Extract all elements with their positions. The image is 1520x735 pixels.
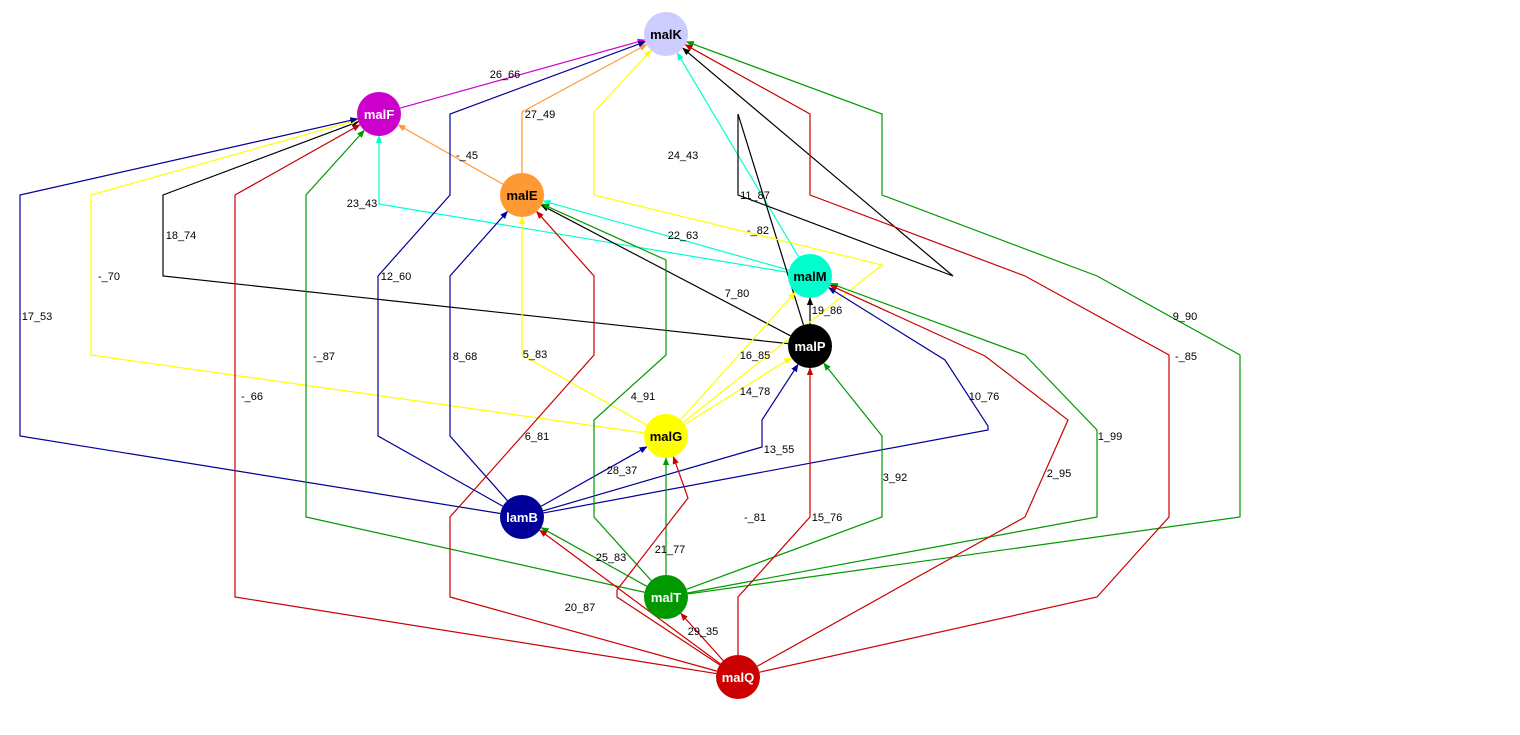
edge-label-malT-to-lamB: 25_83 bbox=[596, 552, 627, 564]
edge-label-malG-to-malK: -_82 bbox=[747, 225, 769, 237]
node-malM[interactable]: malM bbox=[788, 254, 832, 298]
node-circle-malQ[interactable] bbox=[716, 655, 760, 699]
edge-label-malM-to-malF: 23_43 bbox=[347, 198, 378, 210]
edge-malF-to-malK bbox=[400, 38, 646, 109]
edge-malQ-to-malF bbox=[234, 124, 717, 675]
edge-lamB-to-malE bbox=[449, 210, 508, 501]
edge-label-lamB-to-malK: 12_60 bbox=[381, 271, 412, 283]
edge-label-malT-to-malF: -_87 bbox=[313, 351, 335, 363]
node-label-lamB: lamB bbox=[506, 510, 538, 525]
edge-lamB-to-malF bbox=[19, 117, 501, 515]
edge-malQ-to-malT bbox=[680, 612, 724, 662]
edge-label-malG-to-malM: 16_85 bbox=[740, 350, 771, 362]
node-label-malK: malK bbox=[650, 27, 682, 42]
edge-label-layer: 26_66 27_49 -_45 24_43 23_43 22_63 11_87 18_74 7… bbox=[22, 69, 1198, 638]
edge-lamB-to-malP bbox=[542, 363, 799, 512]
node-malF[interactable]: malF bbox=[357, 92, 401, 136]
edge-layer bbox=[19, 38, 1241, 675]
node-circle-malT[interactable] bbox=[644, 575, 688, 619]
node-layer: malK malF malE malM malP malG lamB malT malQ bbox=[357, 12, 832, 699]
edge-malM-to-malF bbox=[375, 135, 789, 273]
edge-malG-to-malK bbox=[593, 49, 884, 423]
edge-label-malG-to-malF: -_70 bbox=[98, 271, 120, 283]
node-circle-malF[interactable] bbox=[357, 92, 401, 136]
edge-label-malQ-to-lamB: 20_87 bbox=[565, 602, 596, 614]
edge-label-malG-to-malP: 14_78 bbox=[740, 386, 771, 398]
edge-label-malT-to-malK: 9_90 bbox=[1173, 311, 1197, 323]
edge-label-malQ-to-malK: -_85 bbox=[1175, 351, 1197, 363]
node-circle-malM[interactable] bbox=[788, 254, 832, 298]
edge-lamB-to-malK bbox=[377, 41, 647, 507]
node-circle-lamB[interactable] bbox=[500, 495, 544, 539]
node-circle-malE[interactable] bbox=[500, 173, 544, 217]
edge-label-malQ-to-malE: 6_81 bbox=[525, 431, 549, 443]
node-label-malG: malG bbox=[650, 429, 683, 444]
edge-malT-to-lamB bbox=[540, 527, 648, 587]
node-label-malQ: malQ bbox=[722, 670, 755, 685]
edge-malQ-to-malG bbox=[616, 455, 720, 666]
node-circle-malK[interactable] bbox=[644, 12, 688, 56]
edge-malQ-to-lamB bbox=[539, 529, 721, 665]
edge-label-malQ-to-malF: -_66 bbox=[241, 391, 263, 403]
edge-label-malQ-to-malM: 2_95 bbox=[1047, 468, 1071, 480]
node-malE[interactable]: malE bbox=[500, 173, 544, 217]
edge-malQ-to-malE bbox=[449, 210, 717, 672]
edge-malQ-to-malK bbox=[684, 44, 1170, 673]
edge-label-lamB-to-malM: 10_76 bbox=[969, 391, 1000, 403]
edge-label-malF-to-malK: 26_66 bbox=[490, 69, 521, 81]
edge-malT-to-malM bbox=[687, 283, 1098, 594]
node-malK[interactable]: malK bbox=[644, 12, 688, 56]
edge-label-malE-to-malF: -_45 bbox=[456, 150, 478, 162]
node-malP[interactable]: malP bbox=[788, 324, 832, 368]
edge-label-lamB-to-malE: 8_68 bbox=[453, 351, 477, 363]
edge-label-lamB-to-malP: 13_55 bbox=[764, 444, 795, 456]
edge-malT-to-malF bbox=[305, 129, 645, 593]
edge-malM-to-malE bbox=[542, 199, 789, 271]
edge-malT-to-malK bbox=[685, 41, 1241, 595]
edge-malP-to-malF bbox=[162, 121, 789, 345]
edge-label-malM-to-malK: 24_43 bbox=[668, 150, 699, 162]
node-label-malP: malP bbox=[794, 339, 825, 354]
node-label-malM: malM bbox=[793, 269, 826, 284]
node-label-malF: malF bbox=[364, 107, 394, 122]
edge-label-lamB-to-malF: 17_53 bbox=[22, 311, 53, 323]
edge-malT-to-malP bbox=[686, 362, 883, 590]
edge-label-malT-to-malP: 3_92 bbox=[883, 472, 907, 484]
edge-label-malQ-to-malG: 21_77 bbox=[655, 544, 686, 556]
node-lamB[interactable]: lamB bbox=[500, 495, 544, 539]
edge-label-lamB-to-malG: 28_37 bbox=[607, 465, 638, 477]
node-malQ[interactable]: malQ bbox=[716, 655, 760, 699]
edge-label-malT-to-malM: 1_99 bbox=[1098, 431, 1122, 443]
edge-malG-to-malP bbox=[684, 357, 793, 425]
edge-label-malP-to-malM: 19_86 bbox=[812, 305, 843, 317]
edge-label-malM-to-malE: 22_63 bbox=[668, 230, 699, 242]
edge-malP-to-malK bbox=[682, 47, 954, 326]
edge-label-malQ-to-malT: 29_35 bbox=[688, 626, 719, 638]
node-malG[interactable]: malG bbox=[644, 414, 688, 458]
edge-label-malT-to-malE: 4_91 bbox=[631, 391, 655, 403]
edge-malE-to-malK bbox=[521, 43, 648, 173]
node-label-malT: malT bbox=[651, 590, 681, 605]
edge-malQ-to-malM bbox=[756, 284, 1069, 667]
edge-label-malE-to-malK: 27_49 bbox=[525, 109, 556, 121]
edge-malG-to-malF bbox=[90, 118, 645, 434]
edge-malT-to-malE bbox=[541, 203, 667, 582]
edge-label-malP-to-malK: 11_87 bbox=[740, 190, 770, 202]
node-malT[interactable]: malT bbox=[644, 575, 688, 619]
edge-lamB-to-malM bbox=[543, 287, 989, 514]
node-circle-malG[interactable] bbox=[644, 414, 688, 458]
edge-malG-to-malM bbox=[680, 291, 796, 421]
edge-label-malP-to-malE: 7_80 bbox=[725, 288, 749, 300]
edge-malG-to-malE bbox=[518, 216, 648, 426]
node-label-malE: malE bbox=[506, 188, 537, 203]
edge-label-malT-to-malG: -_81 bbox=[744, 512, 766, 524]
edge-label-malP-to-malF: 18_74 bbox=[166, 230, 197, 242]
node-circle-malP[interactable] bbox=[788, 324, 832, 368]
edge-malQ-to-malP bbox=[737, 367, 814, 655]
edge-label-malG-to-malE: 5_83 bbox=[523, 349, 547, 361]
edge-label-malQ-to-malP: 15_76 bbox=[812, 512, 843, 524]
